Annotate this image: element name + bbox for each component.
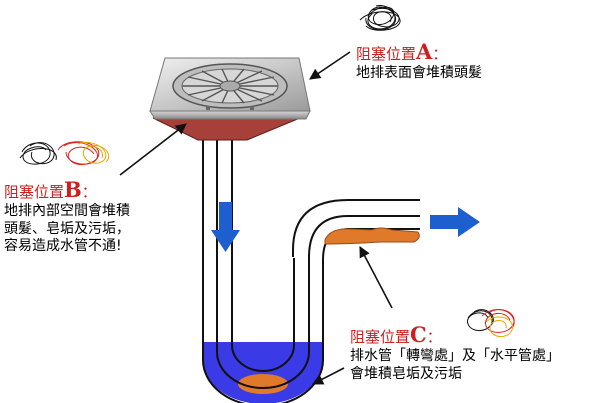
label-c-letter: C [410,322,427,347]
label-a: 阻塞位置A： 地排表面會堆積頭髮 [356,39,482,83]
label-b-title: 阻塞位置B： [4,177,97,202]
hair-clump-icon [359,5,401,31]
flow-arrow-icon [430,207,480,237]
label-b-desc-2: 頭髮、皂垢及污垢， [4,220,130,237]
label-c: 阻塞位置C： 排水管「轉彎處」及「水平管處」 會堆積皂垢及污垢 [350,322,560,383]
pointer-arrow-icon [119,51,393,385]
label-c-title: 阻塞位置C： [350,322,442,347]
flow-arrow-icon [211,202,240,252]
drain-body [152,117,301,141]
label-b: 阻塞位置B： 地排內部空間會堆積 頭髮、皂垢及污垢， 容易造成水管不通! [4,177,130,256]
label-b-letter: B [64,177,82,202]
soap-scum-icon [19,141,109,165]
trap-water [203,342,323,403]
label-a-desc: 地排表面會堆積頭髮 [356,65,482,82]
label-a-letter: A [416,39,433,64]
label-b-desc-3: 容易造成水管不通! [4,238,122,255]
label-c-desc-1: 排水管「轉彎處」及「水平管處」 [350,348,560,365]
label-b-desc-1: 地排內部空間會堆積 [4,203,130,220]
soap-scum-icon [467,308,515,337]
floor-drain-grate [149,57,311,120]
trap-grime [238,374,288,394]
horizontal-pipe-grime [324,227,420,245]
label-c-desc-2: 會堆積皂垢及污垢 [350,365,462,382]
label-a-title: 阻塞位置A： [356,39,448,64]
